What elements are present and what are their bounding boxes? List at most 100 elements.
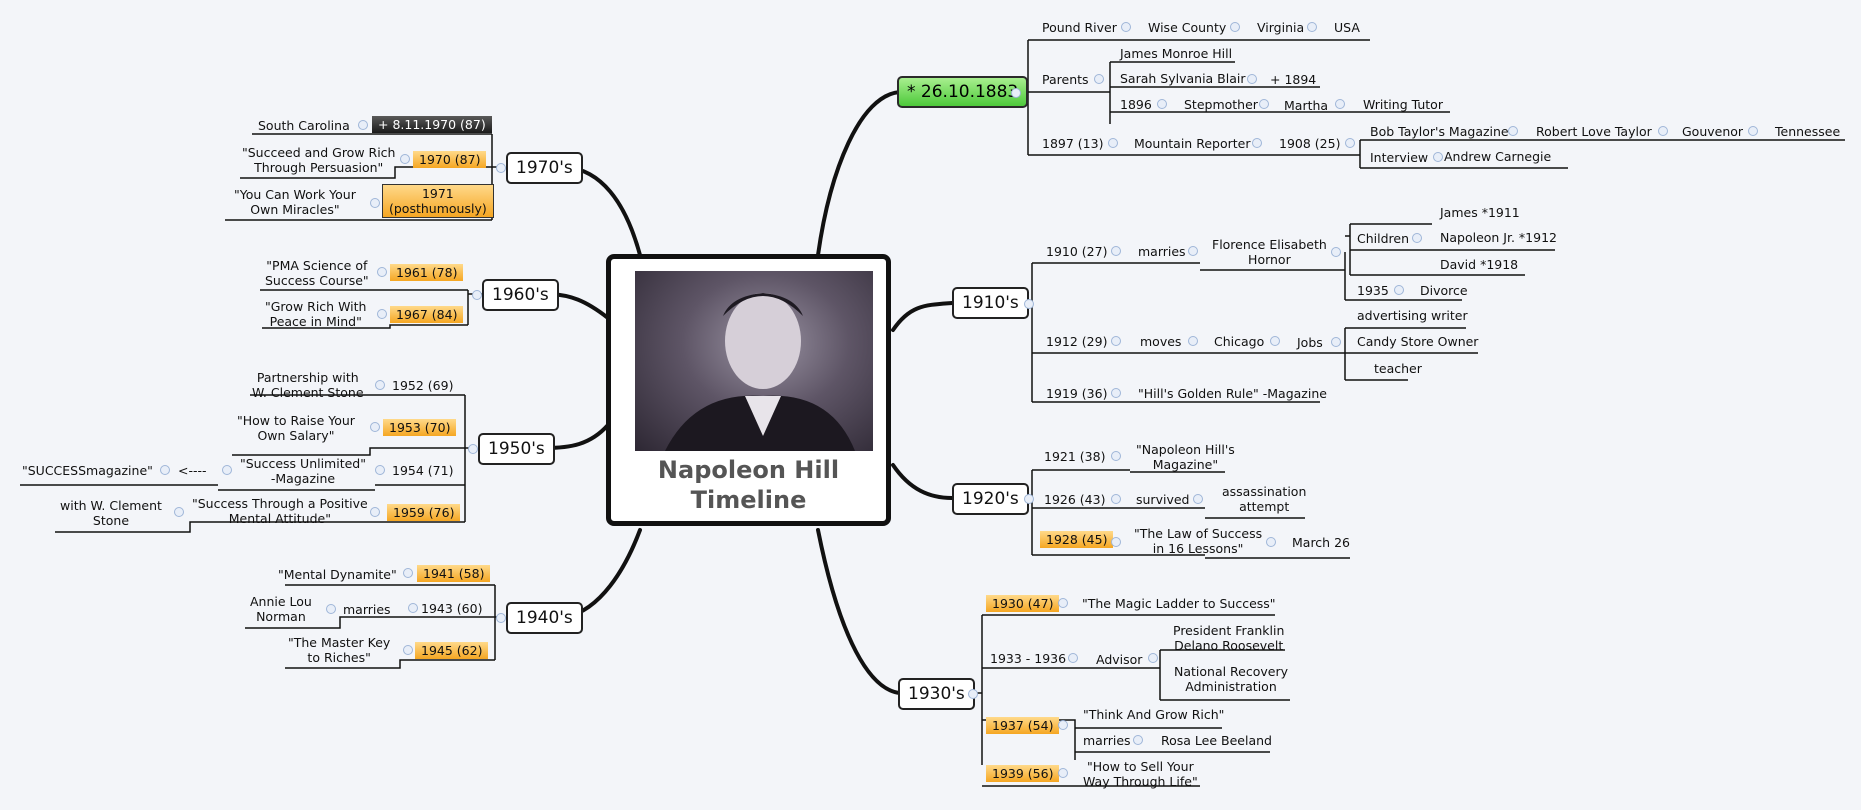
- collapse-toggle-icon[interactable]: [370, 198, 380, 208]
- node-1897[interactable]: 1897 (13): [1042, 136, 1104, 151]
- node-magic-ladder[interactable]: "The Magic Ladder to Success": [1082, 596, 1276, 611]
- collapse-toggle-icon[interactable]: [1058, 598, 1068, 608]
- collapse-toggle-icon[interactable]: [174, 507, 184, 517]
- collapse-toggle-icon[interactable]: [358, 120, 368, 130]
- birth-node[interactable]: * 26.10.1883: [897, 76, 1029, 108]
- node-1954[interactable]: 1954 (71): [392, 463, 454, 478]
- collapse-toggle-icon[interactable]: [403, 568, 413, 578]
- node-march-26[interactable]: March 26: [1292, 535, 1350, 550]
- node-1910[interactable]: 1910 (27): [1046, 244, 1108, 259]
- collapse-toggle-icon[interactable]: [1024, 494, 1034, 504]
- branch-1950s[interactable]: 1950's: [478, 433, 555, 465]
- node-marries-1943[interactable]: marries: [343, 602, 391, 617]
- node-1971-posthumously[interactable]: 1971(posthumously): [382, 184, 494, 218]
- collapse-toggle-icon[interactable]: [1111, 537, 1121, 547]
- collapse-toggle-icon[interactable]: [496, 163, 506, 173]
- collapse-toggle-icon[interactable]: [1230, 22, 1240, 32]
- node-1926[interactable]: 1926 (43): [1044, 492, 1106, 507]
- node-divorce[interactable]: Divorce: [1420, 283, 1468, 298]
- node-1959[interactable]: 1959 (76): [387, 504, 461, 521]
- node-1896[interactable]: 1896: [1120, 97, 1152, 112]
- node-1952[interactable]: 1952 (69): [392, 378, 454, 393]
- collapse-toggle-icon[interactable]: [1508, 126, 1518, 136]
- node-south-carolina[interactable]: South Carolina: [258, 118, 350, 133]
- node-bob-taylors-magazine[interactable]: Bob Taylor's Magazine: [1370, 124, 1509, 139]
- collapse-toggle-icon[interactable]: [326, 604, 336, 614]
- node-1939[interactable]: 1939 (56): [986, 765, 1060, 782]
- node-1921[interactable]: 1921 (38): [1044, 449, 1106, 464]
- collapse-toggle-icon[interactable]: [1412, 233, 1422, 243]
- collapse-toggle-icon[interactable]: [375, 380, 385, 390]
- node-1908[interactable]: 1908 (25): [1279, 136, 1341, 151]
- node-wise-county[interactable]: Wise County: [1148, 20, 1227, 35]
- branch-1930s[interactable]: 1930's: [898, 678, 975, 710]
- collapse-toggle-icon[interactable]: [1658, 126, 1668, 136]
- collapse-toggle-icon[interactable]: [1259, 99, 1269, 109]
- collapse-toggle-icon[interactable]: [1108, 138, 1118, 148]
- collapse-toggle-icon[interactable]: [375, 465, 385, 475]
- collapse-toggle-icon[interactable]: [1193, 494, 1203, 504]
- node-tennessee[interactable]: Tennessee: [1775, 124, 1841, 139]
- collapse-toggle-icon[interactable]: [1331, 247, 1341, 257]
- collapse-toggle-icon[interactable]: [1247, 74, 1257, 84]
- node-pound-river[interactable]: Pound River: [1042, 20, 1117, 35]
- node-1961[interactable]: 1961 (78): [390, 264, 464, 281]
- branch-1940s[interactable]: 1940's: [506, 602, 583, 634]
- node-interview[interactable]: Interview: [1370, 150, 1429, 165]
- node-1967[interactable]: 1967 (84): [390, 306, 464, 323]
- collapse-toggle-icon[interactable]: [1111, 246, 1121, 256]
- collapse-toggle-icon[interactable]: [1188, 246, 1198, 256]
- collapse-toggle-icon[interactable]: [1188, 336, 1198, 346]
- node-success-unlimited[interactable]: "Success Unlimited"-Magazine: [240, 456, 366, 486]
- node-death-1970[interactable]: + 8.11.1970 (87): [372, 116, 492, 133]
- node-1928[interactable]: 1928 (45): [1040, 531, 1114, 548]
- node-1912[interactable]: 1912 (29): [1046, 334, 1108, 349]
- node-death-1894[interactable]: + 1894: [1270, 72, 1317, 87]
- collapse-toggle-icon[interactable]: [1011, 88, 1021, 98]
- collapse-toggle-icon[interactable]: [1024, 299, 1034, 309]
- branch-1970s[interactable]: 1970's: [506, 152, 583, 184]
- node-golden-rule-magazine[interactable]: "Hill's Golden Rule" -Magazine: [1138, 386, 1327, 401]
- node-1941[interactable]: 1941 (58): [417, 565, 491, 582]
- branch-1910s[interactable]: 1910's: [952, 287, 1029, 319]
- node-writing-tutor[interactable]: Writing Tutor: [1363, 97, 1443, 112]
- node-think-and-grow-rich[interactable]: "Think And Grow Rich": [1083, 707, 1225, 722]
- branch-1920s[interactable]: 1920's: [952, 483, 1029, 515]
- node-james-monroe-hill[interactable]: James Monroe Hill: [1120, 46, 1233, 61]
- collapse-toggle-icon[interactable]: [968, 689, 978, 699]
- collapse-toggle-icon[interactable]: [1133, 735, 1143, 745]
- collapse-toggle-icon[interactable]: [1331, 337, 1341, 347]
- node-successmagazine[interactable]: "SUCCESSmagazine": [22, 463, 153, 478]
- collapse-toggle-icon[interactable]: [1252, 138, 1262, 148]
- node-marries-1937[interactable]: marries: [1083, 733, 1131, 748]
- node-usa[interactable]: USA: [1334, 20, 1360, 35]
- node-jobs[interactable]: Jobs: [1297, 335, 1323, 350]
- collapse-toggle-icon[interactable]: [1068, 653, 1078, 663]
- collapse-toggle-icon[interactable]: [377, 309, 387, 319]
- node-gouvenor[interactable]: Gouvenor: [1682, 124, 1744, 139]
- collapse-toggle-icon[interactable]: [1433, 152, 1443, 162]
- collapse-toggle-icon[interactable]: [377, 267, 387, 277]
- node-james-1911[interactable]: James *1911: [1440, 205, 1520, 220]
- collapse-toggle-icon[interactable]: [1111, 388, 1121, 398]
- node-david-1918[interactable]: David *1918: [1440, 257, 1519, 272]
- collapse-toggle-icon[interactable]: [1111, 494, 1121, 504]
- collapse-toggle-icon[interactable]: [370, 422, 380, 432]
- node-advertising-writer[interactable]: advertising writer: [1357, 308, 1468, 323]
- collapse-toggle-icon[interactable]: [496, 613, 506, 623]
- collapse-toggle-icon[interactable]: [1307, 22, 1317, 32]
- collapse-toggle-icon[interactable]: [1058, 768, 1068, 778]
- node-parents[interactable]: Parents: [1042, 72, 1089, 87]
- collapse-toggle-icon[interactable]: [468, 444, 478, 454]
